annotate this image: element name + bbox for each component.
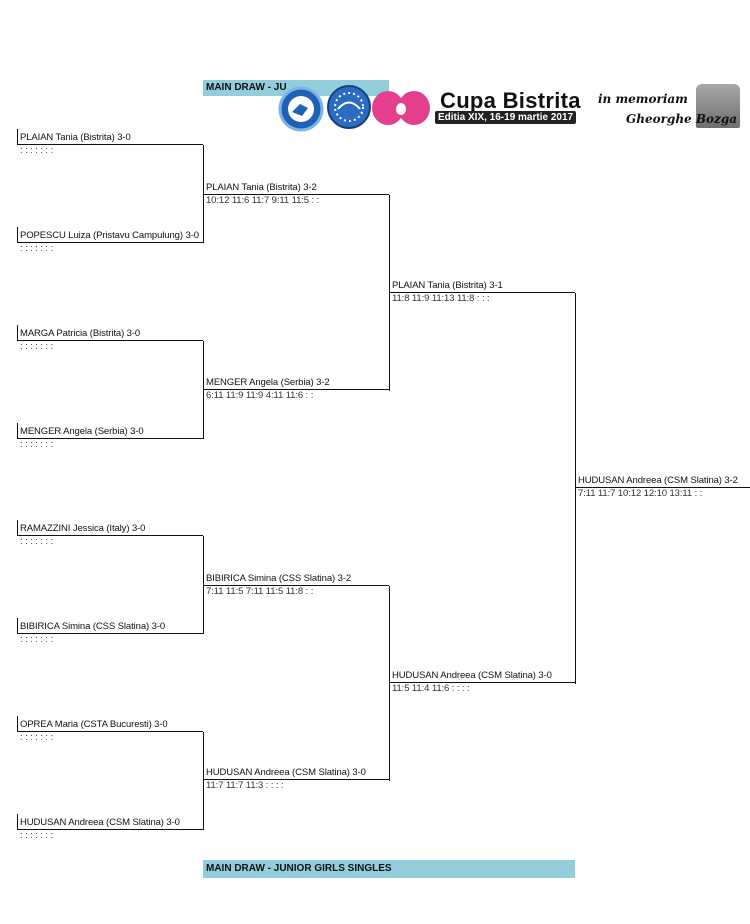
match-score: 10:12 11:6 11:7 9:11 11:5 : : <box>203 194 389 207</box>
bracket-connector <box>575 293 576 684</box>
r2-slot: HUDUSAN Andreea (CSM Slatina) 3-0 11:7 1… <box>203 767 389 792</box>
match-score: : : : : : : : <box>17 340 203 353</box>
player-name: HUDUSAN Andreea (CSM Slatina) 3-0 <box>206 767 366 778</box>
bracket-connector <box>203 341 204 439</box>
match-score: : : : : : : : <box>17 829 203 842</box>
bracket-connector <box>389 195 390 391</box>
match-score: 11:5 11:4 11:6 : : : : <box>389 682 575 695</box>
player-name: BIBIRICA Simina (CSS Slatina) 3-0 <box>20 621 166 632</box>
bracket-tick <box>17 423 18 439</box>
banner-title: Cupa Bistrita <box>440 88 581 113</box>
r1-slot: BIBIRICA Simina (CSS Slatina) 3-0 : : : … <box>17 621 203 646</box>
r2-slot: PLAIAN Tania (Bistrita) 3-2 10:12 11:6 1… <box>203 182 389 207</box>
table-tennis-paddles-logo <box>372 91 430 125</box>
match-score: : : : : : : : <box>17 242 203 255</box>
r2-slot: BIBIRICA Simina (CSS Slatina) 3-2 7:11 1… <box>203 573 389 598</box>
match-score: 7:11 11:7 10:12 12:10 13:11 : : <box>575 487 750 500</box>
match-score: 6:11 11:9 11:9 4:11 11:6 : : <box>203 389 389 402</box>
banner-subtitle: Editia XIX, 16-19 martie 2017 <box>435 111 577 124</box>
r2-slot: MENGER Angela (Serbia) 3-2 6:11 11:9 11:… <box>203 377 389 402</box>
player-name: RAMAZZINI Jessica (Italy) 3-0 <box>20 523 146 534</box>
player-name: PLAIAN Tania (Bistrita) 3-1 <box>392 280 503 291</box>
player-name: POPESCU Luiza (Pristavu Campulung) 3-0 <box>20 230 199 241</box>
r1-slot: HUDUSAN Andreea (CSM Slatina) 3-0 : : : … <box>17 817 203 842</box>
bracket-tick <box>17 129 18 145</box>
bistrita-club-logo <box>278 86 324 132</box>
player-name: HUDUSAN Andreea (CSM Slatina) 3-0 <box>20 817 180 828</box>
bracket-tick <box>17 227 18 243</box>
memoriam-label: in memoriam <box>598 92 688 106</box>
r1-slot: MARGA Patricia (Bistrita) 3-0 : : : : : … <box>17 328 203 353</box>
player-name: MENGER Angela (Serbia) 3-2 <box>206 377 330 388</box>
r1-slot: PLAIAN Tania (Bistrita) 3-0 : : : : : : … <box>17 132 203 157</box>
section-header-bottom: MAIN DRAW - JUNIOR GIRLS SINGLES <box>203 860 575 878</box>
player-name: PLAIAN Tania (Bistrita) 3-0 <box>20 132 131 143</box>
player-name: PLAIAN Tania (Bistrita) 3-2 <box>206 182 317 193</box>
bracket-connector <box>389 586 390 781</box>
r1-slot: OPREA Maria (CSTA Bucuresti) 3-0 : : : :… <box>17 719 203 744</box>
winner-name: HUDUSAN Andreea (CSM Slatina) 3-2 <box>578 475 738 486</box>
r1-slot: RAMAZZINI Jessica (Italy) 3-0 : : : : : … <box>17 523 203 548</box>
r1-slot: MENGER Angela (Serbia) 3-0 : : : : : : : <box>17 426 203 451</box>
match-score: 11:7 11:7 11:3 : : : : <box>203 779 389 792</box>
match-score: : : : : : : : <box>17 535 203 548</box>
match-score: : : : : : : : <box>17 633 203 646</box>
match-score: : : : : : : : <box>17 731 203 744</box>
player-name: OPREA Maria (CSTA Bucuresti) 3-0 <box>20 719 168 730</box>
player-name: BIBIRICA Simina (CSS Slatina) 3-2 <box>206 573 352 584</box>
player-name: MENGER Angela (Serbia) 3-0 <box>20 426 144 437</box>
match-score: : : : : : : : <box>17 144 203 157</box>
r3-slot: HUDUSAN Andreea (CSM Slatina) 3-0 11:5 1… <box>389 670 575 695</box>
memoriam-portrait <box>696 84 740 128</box>
match-score: 7:11 11:5 7:11 11:5 11:8 : : <box>203 585 389 598</box>
final-slot: HUDUSAN Andreea (CSM Slatina) 3-2 7:11 1… <box>575 475 750 500</box>
match-score: : : : : : : : <box>17 438 203 451</box>
bracket-connector <box>203 732 204 830</box>
bracket-tick <box>17 814 18 830</box>
player-name: MARGA Patricia (Bistrita) 3-0 <box>20 328 141 339</box>
bracket-tick <box>17 716 18 732</box>
bracket-tick <box>17 618 18 634</box>
r3-slot: PLAIAN Tania (Bistrita) 3-1 11:8 11:9 11… <box>389 280 575 305</box>
memoriam-name: Gheorghe Bozga <box>626 112 737 126</box>
r1-slot: POPESCU Luiza (Pristavu Campulung) 3-0 :… <box>17 230 203 255</box>
ettu-logo <box>327 85 371 129</box>
bracket-tick <box>17 325 18 341</box>
player-name: HUDUSAN Andreea (CSM Slatina) 3-0 <box>392 670 552 681</box>
match-score: 11:8 11:9 11:13 11:8 : : : <box>389 292 575 305</box>
bracket-tick <box>17 520 18 536</box>
